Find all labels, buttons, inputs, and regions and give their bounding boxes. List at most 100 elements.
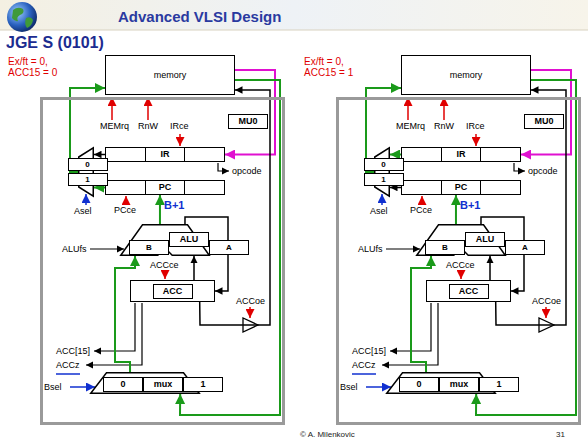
signal-name: Bsel	[340, 382, 358, 393]
signal-name: IRce	[170, 121, 189, 132]
signal-name: ALUfs	[62, 244, 87, 255]
block-label: ACC	[449, 284, 489, 299]
label-anchor: ACCoe	[236, 296, 265, 307]
signal-name: ACCz	[56, 360, 80, 371]
alu-symbol	[417, 225, 506, 256]
address-mux: 01	[78, 147, 94, 197]
label-anchor: IRce	[170, 121, 189, 132]
label-anchor: PCce	[410, 205, 432, 216]
operand-mux: 0mux1	[386, 372, 496, 394]
signal-name: ACC[15]	[56, 346, 90, 357]
label-anchor: ACCz	[352, 360, 376, 371]
address-mux	[79, 148, 94, 197]
operand-mux: 0mux1	[90, 372, 200, 394]
label-anchor: ALUfs	[62, 244, 87, 255]
control-arrow	[111, 97, 113, 120]
block-label: B	[129, 240, 169, 255]
unit-tag: MU0	[524, 114, 564, 129]
block-label: ACC	[153, 284, 193, 299]
block-label: 0	[399, 377, 439, 392]
signal-name: ALUfs	[358, 244, 383, 255]
signal-name: MEMrq	[100, 121, 129, 132]
bus-connector	[193, 256, 195, 280]
signal-name: ACC[15]	[352, 346, 386, 357]
register-box: ACC	[426, 280, 511, 302]
label-anchor: © A. Milenkovic	[300, 430, 355, 440]
outline	[374, 147, 390, 197]
signal-name: ACCoe	[236, 296, 265, 307]
block-label: ALU	[465, 232, 505, 247]
globe-land	[12, 8, 24, 21]
signal-name: opcode	[232, 166, 262, 177]
bus-connector	[94, 154, 105, 156]
register-box: ACC	[130, 280, 215, 302]
address-mux	[375, 148, 390, 197]
bus-connector	[94, 187, 105, 189]
label-anchor: ACC[15]	[352, 346, 386, 357]
block-label: mux	[439, 377, 479, 392]
bus-connector	[390, 187, 401, 189]
label-anchor: PCce	[114, 205, 136, 216]
memory-box: memory	[105, 55, 235, 95]
page-number: 31	[556, 430, 565, 440]
block-label: memory	[154, 70, 187, 80]
label-anchor: RnW	[138, 121, 158, 132]
label-anchor: ACCce	[150, 260, 179, 271]
control-signals	[56, 97, 258, 387]
address-mux: 01	[374, 147, 390, 197]
control-arrow	[125, 196, 127, 204]
signal-name: Bsel	[44, 382, 62, 393]
block-label: 1	[364, 173, 404, 186]
outline	[78, 147, 94, 197]
block-label: IR	[441, 147, 481, 162]
label-anchor: Asel	[370, 206, 388, 217]
bus-connector	[115, 256, 135, 372]
condition-note: Ex/ft = 0, ACC15 = 0	[8, 56, 72, 78]
unit-tag: MU0	[228, 114, 268, 129]
block-label: 1	[68, 173, 108, 186]
opcode-wire	[218, 163, 229, 171]
alu-symbol: BALUA	[120, 224, 210, 256]
signal-name: ACCce	[150, 260, 179, 271]
bus-connector	[159, 195, 161, 224]
control-arrow	[164, 271, 166, 279]
highlight-bar	[56, 373, 80, 375]
label-anchor: Ex/ft = 0, ACC15 = 0	[8, 56, 72, 78]
label-anchor: IRce	[466, 121, 485, 132]
signal-name: ACCce	[446, 260, 475, 271]
block-label: memory	[450, 70, 483, 80]
block-label: 0	[68, 158, 108, 171]
label-anchor: B+1	[164, 199, 185, 212]
bus-connector	[411, 256, 431, 372]
label-anchor: ACCce	[446, 260, 475, 271]
alu-symbol: BALUA	[416, 224, 506, 256]
alu-function: B+1	[460, 199, 481, 212]
signal-name: RnW	[434, 121, 454, 132]
block-label: A	[209, 240, 249, 255]
slide-title: JGE S (0101)	[6, 33, 104, 52]
alu-symbol	[121, 225, 210, 256]
register-box: PC	[401, 180, 521, 195]
signal-name: opcode	[528, 166, 558, 177]
label-anchor: opcode	[528, 166, 558, 177]
label-anchor: 31	[556, 430, 565, 440]
label-anchor: Advanced VLSI Design	[118, 8, 281, 26]
block-label: PC	[441, 180, 481, 195]
control-signals	[352, 97, 554, 387]
alu-function: B+1	[164, 199, 185, 212]
register-box: IR	[401, 147, 521, 162]
globe-icon	[7, 2, 37, 32]
signal-name: ACCz	[352, 360, 376, 371]
label-anchor: B+1	[460, 199, 481, 212]
label-anchor: RnW	[434, 121, 454, 132]
label-anchor: ACCz	[56, 360, 80, 371]
control-arrow	[249, 307, 251, 318]
label-anchor: Ex/ft = 0, ACC15 = 1	[304, 56, 368, 78]
globe-land	[25, 17, 33, 28]
signal-name: ACCoe	[532, 296, 561, 307]
label-anchor: ACC[15]	[56, 346, 90, 357]
bus-connector	[390, 154, 401, 156]
label-anchor: ACCoe	[532, 296, 561, 307]
block-label: PC	[145, 180, 185, 195]
label-anchor: Asel	[74, 206, 92, 217]
